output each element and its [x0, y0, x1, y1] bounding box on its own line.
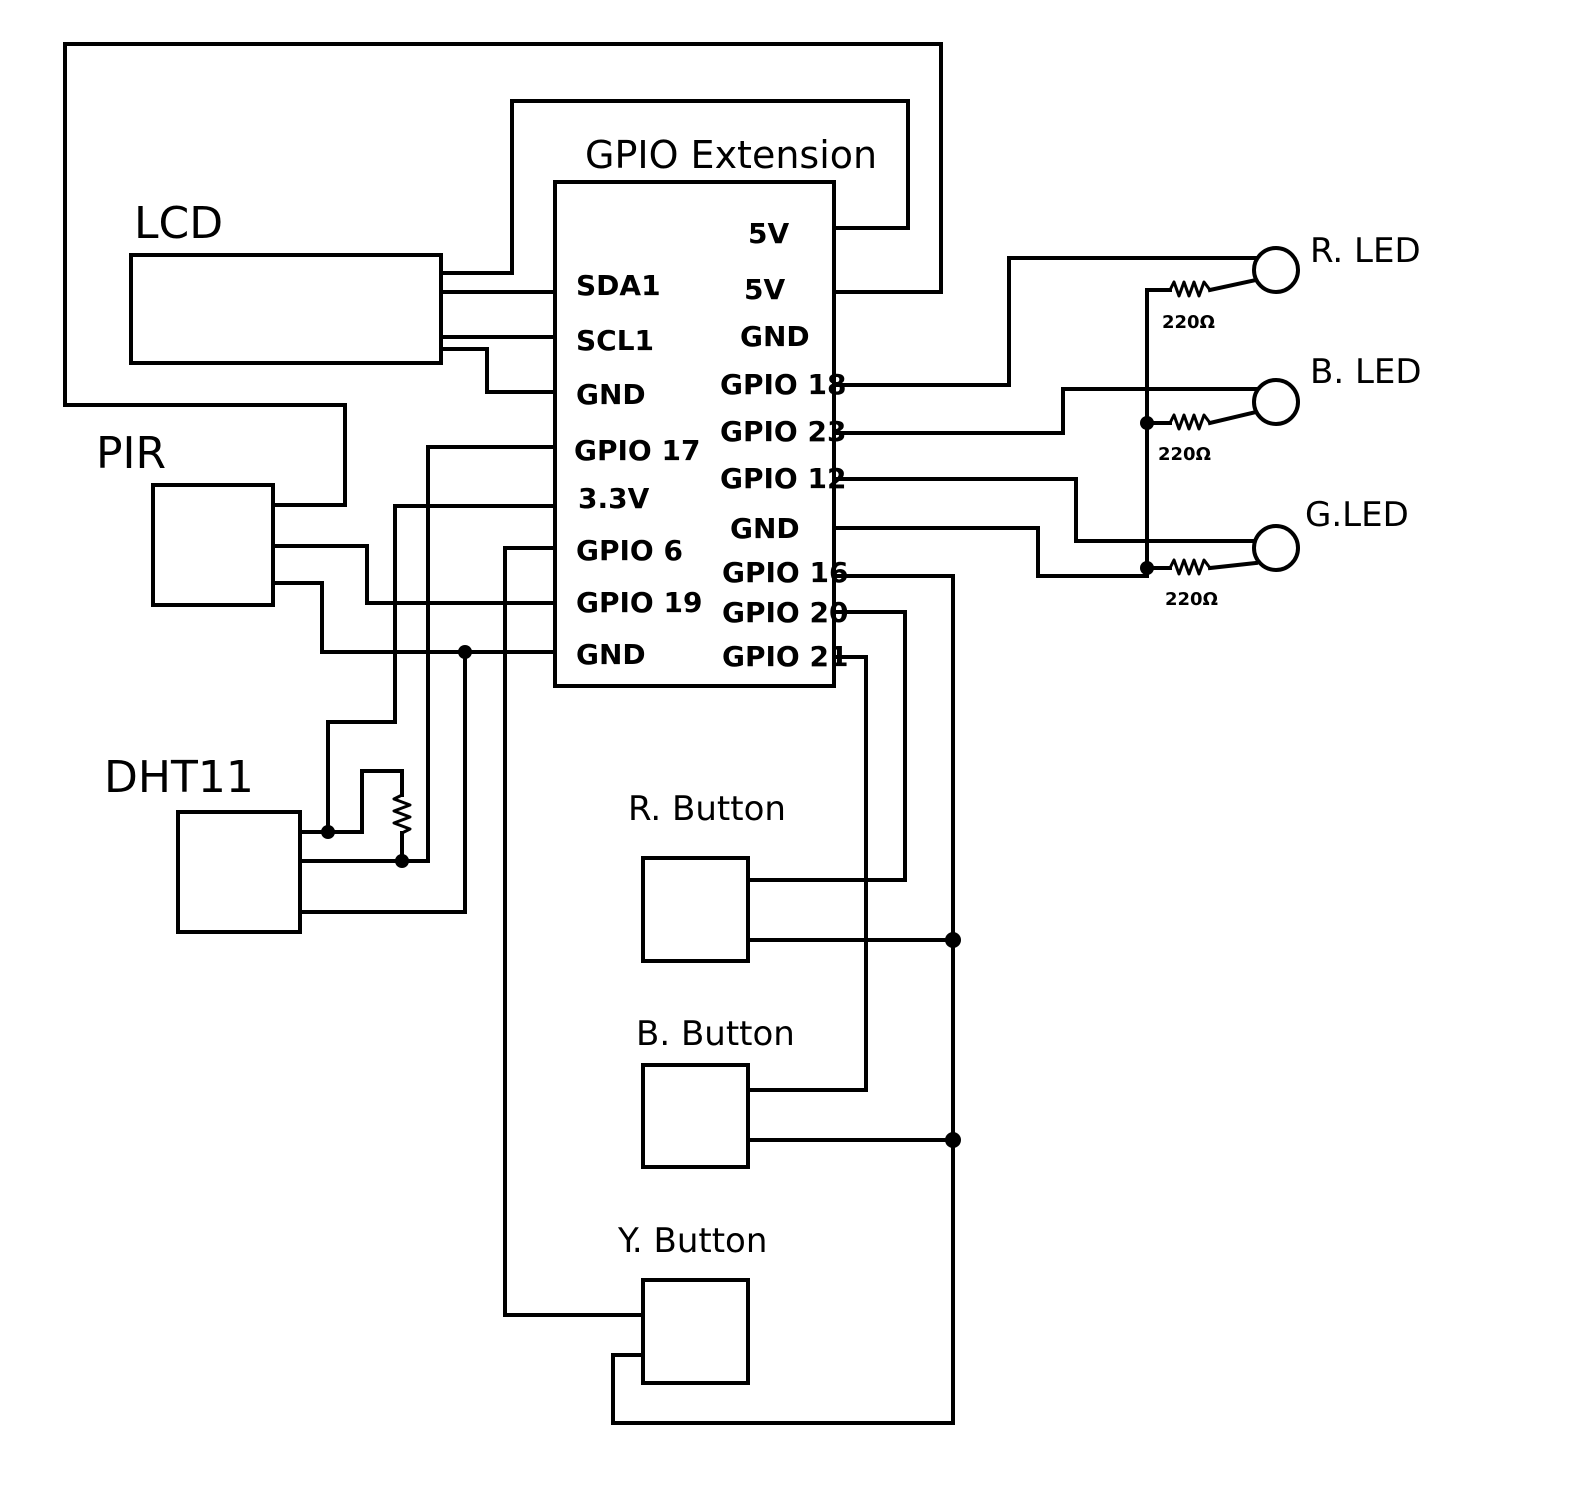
r-led: R. LED — [1252, 231, 1421, 294]
wire-pir-gnd — [271, 581, 557, 654]
r-led-label: R. LED — [1310, 231, 1421, 271]
junction-dot — [1140, 561, 1154, 575]
resistor-bled-value: 220Ω — [1158, 444, 1211, 465]
gpio-right-pin: GPIO 23 — [720, 415, 846, 448]
b-button-label: B. Button — [636, 1014, 795, 1054]
g-led-icon — [1252, 524, 1300, 572]
resistor-gled-icon — [1168, 558, 1212, 576]
b-led: B. LED — [1252, 352, 1422, 426]
lcd-label: LCD — [134, 198, 223, 249]
g-led: G.LED — [1252, 495, 1409, 572]
junction-dot — [945, 1132, 961, 1148]
gpio-extension: GPIO Extension SDA1 SCL1 GND GPIO 17 3.3… — [553, 133, 877, 688]
gpio-left-pin: GPIO 6 — [576, 534, 683, 567]
wire-led-gnd-rail — [1145, 288, 1172, 578]
wire-gpio18-rled — [832, 256, 1258, 387]
b-led-icon — [1252, 378, 1300, 426]
junctions — [321, 416, 1154, 1148]
r-button-box — [641, 856, 750, 963]
junction-dot — [945, 932, 961, 948]
junction-dot — [395, 854, 409, 868]
y-button-box — [641, 1278, 750, 1385]
wire-dht-gnd — [298, 650, 467, 914]
wire-lcd-5v-outer — [63, 42, 943, 507]
gpio-left-pin: 3.3V — [578, 482, 650, 515]
wire-gled-res-out — [1207, 560, 1259, 571]
gpio-left-pin: GND — [576, 378, 646, 411]
gpio-left-pin: GPIO 17 — [574, 434, 700, 467]
junction-dot — [1140, 416, 1154, 430]
gpio-right-pin: GPIO 18 — [720, 368, 846, 401]
junction-dot — [321, 825, 335, 839]
gpio-title: GPIO Extension — [585, 133, 877, 177]
b-button: B. Button — [636, 1014, 795, 1169]
wire-bled-res-out — [1207, 409, 1259, 426]
wire-ybutton-gpio6 — [503, 546, 645, 1317]
dht11-box — [176, 810, 302, 934]
dht11-label: DHT11 — [104, 752, 254, 803]
wire-lcd-5v-top — [439, 99, 910, 275]
gpio-box — [553, 180, 836, 688]
resistors: 220Ω 220Ω 220Ω — [392, 280, 1218, 835]
wire-pir-signal — [271, 544, 557, 605]
junction-dot — [458, 645, 472, 659]
wire-gpio21-bbutton — [746, 655, 868, 1092]
b-led-label: B. LED — [1310, 352, 1422, 392]
resistor-rled-icon — [1168, 280, 1212, 298]
y-button-label: Y. Button — [617, 1221, 767, 1261]
gpio-left-pin: SCL1 — [576, 324, 654, 357]
gpio-left-pin: GND — [576, 638, 646, 671]
gpio-right-pin: GPIO 20 — [722, 596, 848, 629]
gpio-right-pin: GND — [730, 512, 800, 545]
gpio-right-pin: GND — [740, 320, 810, 353]
wire-dht-gpio17 — [298, 445, 557, 863]
wire-gpio20-rbutton — [746, 610, 907, 882]
dht11-sensor: DHT11 — [104, 752, 302, 934]
pir-sensor: PIR — [96, 428, 275, 607]
gpio-right-pin: GPIO 16 — [722, 556, 848, 589]
gpio-right-pin: GPIO 12 — [720, 462, 846, 495]
lcd-box — [129, 253, 443, 365]
gpio-right-pin: 5V — [744, 273, 785, 306]
resistor-rled-value: 220Ω — [1162, 312, 1215, 333]
gpio-left-pin: SDA1 — [576, 269, 661, 302]
wire-rled-res-out — [1207, 277, 1259, 293]
lcd-module: LCD — [129, 198, 443, 365]
resistor-dht-pullup-icon — [392, 793, 412, 835]
wire-gnd-led-bus — [832, 526, 1149, 578]
wire-gpio23-bled — [832, 387, 1258, 435]
r-led-icon — [1252, 246, 1300, 294]
wire-lcd-gnd — [439, 347, 557, 394]
wire-gpio12-gled — [832, 477, 1258, 543]
resistor-gled-value: 220Ω — [1165, 589, 1218, 610]
gpio-right-pin: 5V — [748, 217, 789, 250]
resistor-bled-icon — [1168, 413, 1212, 431]
r-button-label: R. Button — [628, 789, 786, 829]
b-button-box — [641, 1063, 750, 1169]
wire-ybutton-gnd — [611, 1353, 955, 1425]
gpio-right-pin: GPIO 21 — [722, 640, 848, 673]
wires — [63, 42, 1259, 1425]
pir-box — [151, 483, 275, 607]
y-button: Y. Button — [617, 1221, 767, 1385]
r-button: R. Button — [628, 789, 786, 963]
gpio-left-pin: GPIO 19 — [576, 586, 702, 619]
g-led-label: G.LED — [1305, 495, 1409, 535]
pir-label: PIR — [96, 428, 166, 479]
wire-dht-pullup — [326, 769, 404, 834]
wire-gpio16-bus — [832, 574, 955, 1425]
